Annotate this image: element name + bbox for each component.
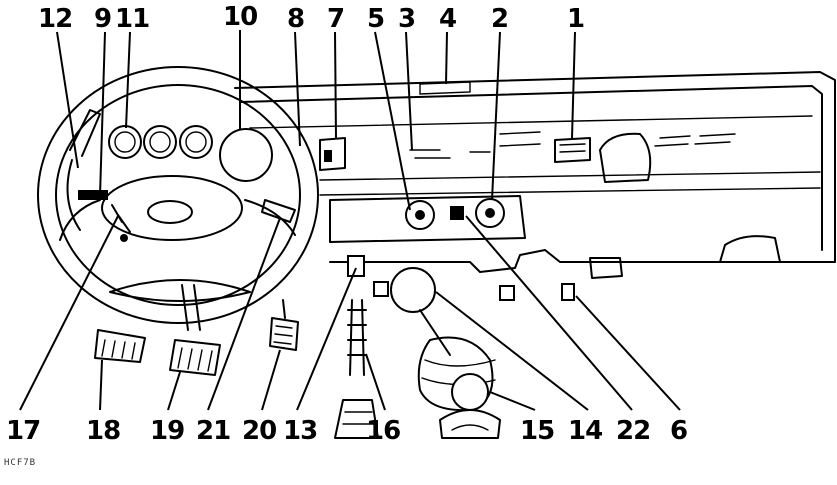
callout-13: 13 [283,416,318,446]
leader-lines [19,30,681,411]
callout-18: 18 [86,416,121,446]
gear-levers [334,255,515,439]
callout-11: 11 [115,4,150,34]
callout-10: 10 [223,2,258,32]
callout-16: 16 [366,416,401,446]
callout-17: 17 [6,416,41,446]
callout-20: 20 [242,416,277,446]
callout-22: 22 [616,416,651,446]
callout-5: 5 [367,4,385,34]
column-stalks [66,109,296,242]
callout-14: 14 [568,416,603,446]
callout-15: 15 [520,416,555,446]
callout-2: 2 [491,4,509,34]
callout-4: 4 [439,4,457,34]
callout-7: 7 [327,4,345,34]
figure-code: HCF7B [4,458,37,468]
callout-19: 19 [150,416,185,446]
callout-21: 21 [196,416,231,446]
instrument-gauges [108,125,273,182]
callout-6: 6 [670,416,688,446]
pedals [94,299,299,376]
callout-3: 3 [398,4,416,34]
callout-9: 9 [94,4,112,34]
steering-wheel [37,66,319,331]
dashboard-panel [234,71,836,301]
callout-1: 1 [567,4,585,34]
callout-8: 8 [287,4,305,34]
callout-12: 12 [38,4,73,34]
